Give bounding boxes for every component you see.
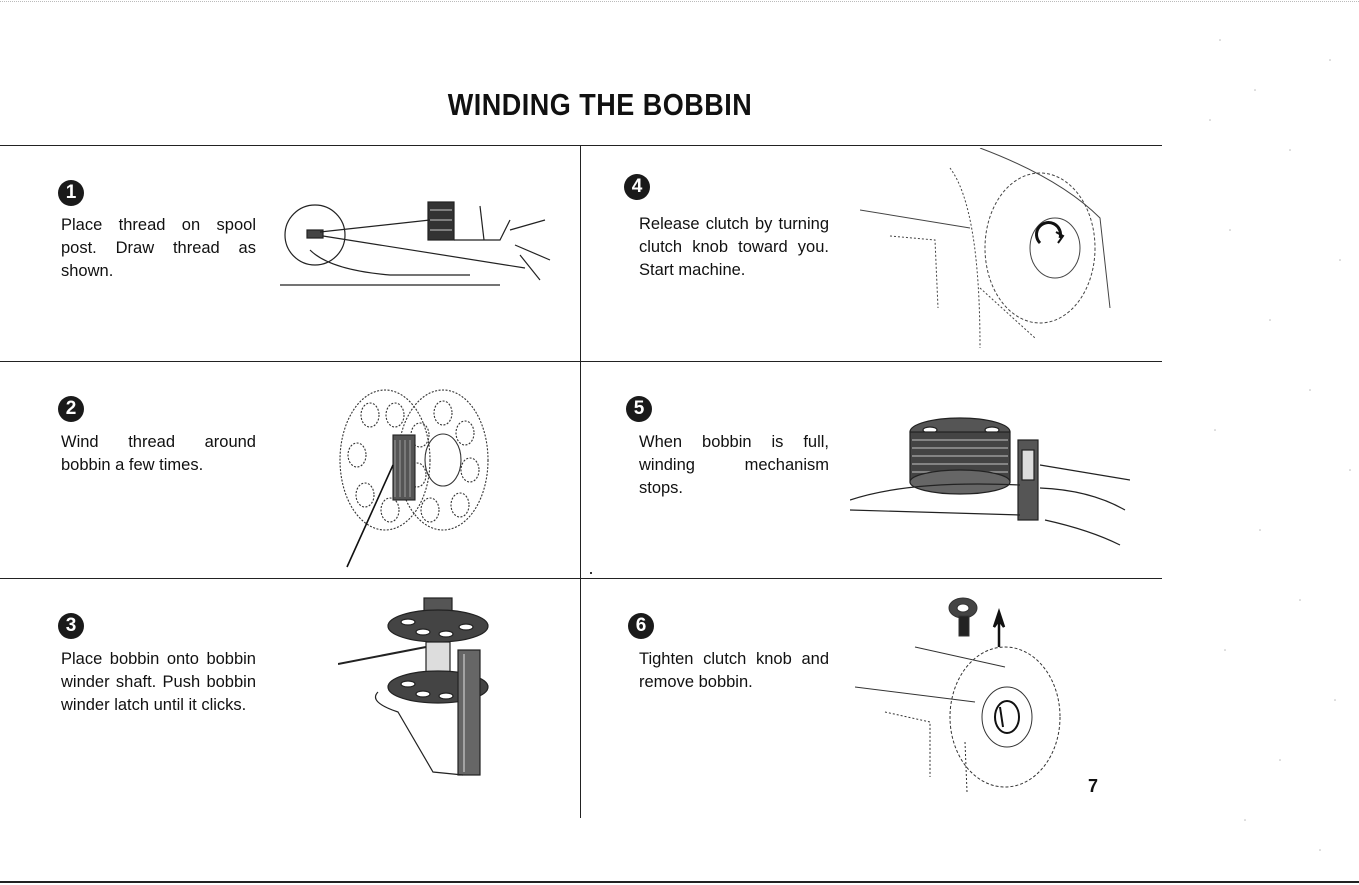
divider-row-2 (0, 578, 1162, 579)
clutch-knob-release-illustration (859, 147, 1120, 363)
page-number: 7 (1088, 776, 1099, 796)
bobbin-winder-shaft-illustration (337, 592, 508, 787)
divider-row-1 (0, 361, 1162, 362)
step-number-badge: 2 (58, 396, 84, 422)
bottom-border (0, 881, 1359, 883)
remove-bobbin-illustration (854, 592, 1075, 797)
print-speck (590, 572, 592, 574)
bobbin-wound-illustration (325, 385, 505, 580)
page-title: WINDING THE BOBBIN (447, 88, 753, 122)
step-number-badge: 1 (58, 180, 84, 206)
step-text: When bobbin is full, winding mechanism s… (639, 433, 829, 497)
divider-column (580, 145, 581, 818)
page-edge-speckle (1200, 0, 1359, 880)
step-text: Wind thread around bobbin a few times. (61, 433, 256, 474)
spool-thread-illustration (270, 190, 570, 305)
divider-top (0, 145, 1162, 146)
top-border (0, 1, 1359, 2)
step-text: Release clutch by turning clutch knob to… (639, 215, 829, 279)
step-text: Place bobbin onto bobbin winder shaft. P… (61, 650, 256, 714)
full-bobbin-illustration (849, 410, 1131, 555)
step-number-badge: 4 (624, 174, 650, 200)
step-number-badge: 3 (58, 613, 84, 639)
step-text: Tighten clutch knob and remove bobbin. (639, 650, 829, 691)
step-text: Place thread on spool post. Draw thread … (61, 216, 256, 280)
step-number-badge: 5 (626, 396, 652, 422)
step-number-badge: 6 (628, 613, 654, 639)
